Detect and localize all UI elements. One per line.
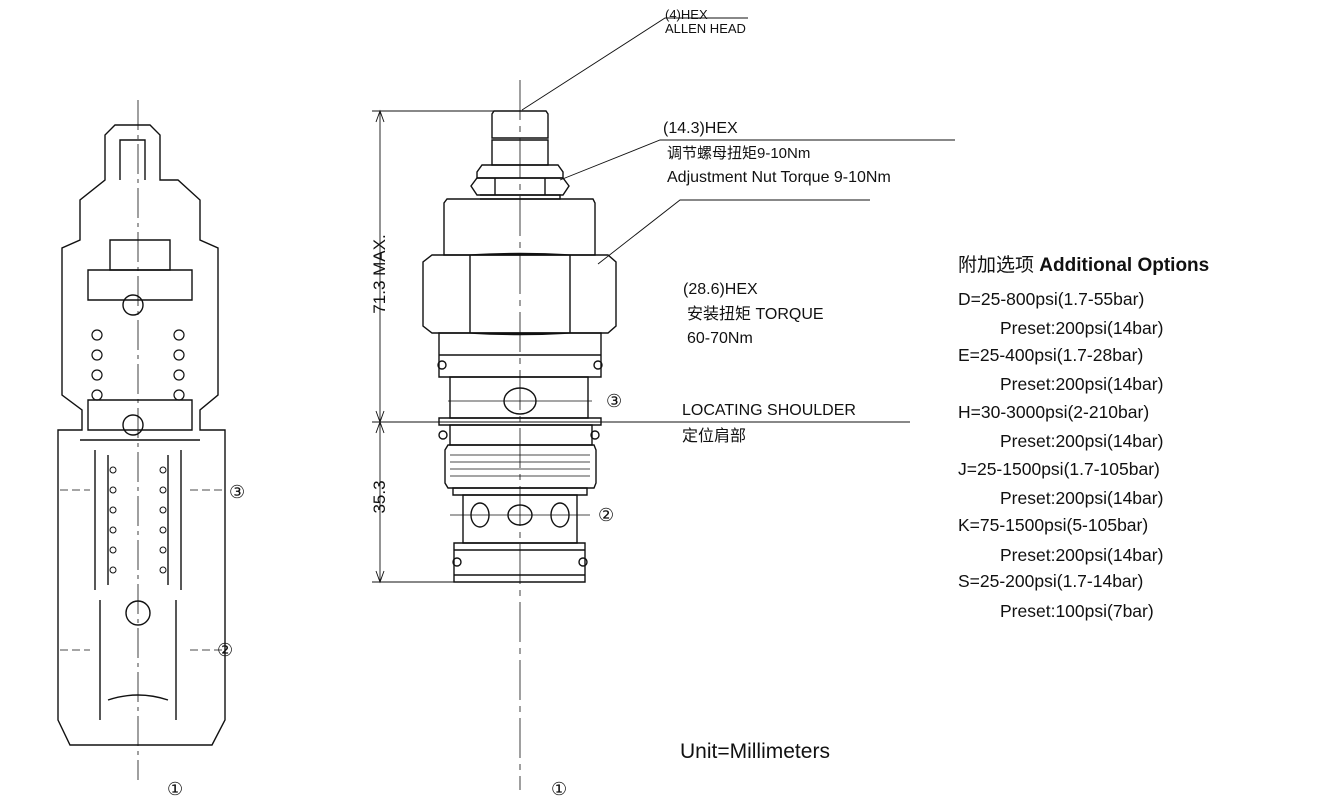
overall-length-dimension: 71.3 MAX. (370, 234, 389, 314)
unit-label: Unit=Millimeters (680, 740, 830, 763)
port-3-label: ③ (606, 391, 623, 411)
option-preset: Preset:200psi(14bar) (1000, 318, 1164, 338)
option-range: K=75-1500psi(5-105bar) (958, 515, 1149, 535)
options-title: 附加选项 Additional Options (958, 256, 1209, 276)
options-title-en: Additional Options (1039, 255, 1210, 276)
option-range: J=25-1500psi(1.7-105bar) (958, 459, 1160, 479)
option-range: E=25-400psi(1.7-28bar) (958, 345, 1144, 365)
nut-torque-cn: 调节螺母扭矩9-10Nm (667, 145, 811, 162)
option-preset: Preset:100psi(7bar) (1000, 601, 1154, 621)
option-range: S=25-200psi(1.7-14bar) (958, 571, 1144, 591)
dimension-lines (372, 17, 955, 584)
option-preset: Preset:200psi(14bar) (1000, 488, 1164, 508)
port-1-label: ① (551, 779, 568, 798)
section-port-1-label: ① (167, 779, 184, 798)
nut-torque-en: Adjustment Nut Torque 9-10Nm (667, 169, 891, 186)
option-preset: Preset:200psi(14bar) (1000, 374, 1164, 394)
options-title-cn: 附加选项 (958, 255, 1035, 276)
option-range: H=30-3000psi(2-210bar) (958, 402, 1150, 422)
section-port-3-label: ③ (229, 482, 246, 502)
port-2-label: ② (598, 505, 615, 525)
allen-head-label: ALLEN HEAD (665, 21, 746, 36)
nut-hex-label: (14.3)HEX (663, 120, 738, 137)
option-range: D=25-800psi(1.7-55bar) (958, 289, 1145, 309)
section-port-2-label: ② (217, 640, 234, 660)
body-torque-cn: 安装扭矩 TORQUE (687, 306, 824, 323)
section-view (57, 100, 226, 780)
body-torque-value: 60-70Nm (687, 330, 753, 347)
lower-length-dimension: 35.3 (370, 480, 389, 514)
body-hex-label: (28.6)HEX (683, 281, 758, 298)
allen-hex-label: (4)HEX (665, 7, 708, 22)
external-view (422, 80, 617, 790)
locating-shoulder-label: LOCATING SHOULDER (682, 402, 856, 419)
option-preset: Preset:200psi(14bar) (1000, 545, 1164, 565)
locating-shoulder-cn: 定位肩部 (682, 428, 747, 445)
option-preset: Preset:200psi(14bar) (1000, 431, 1164, 451)
